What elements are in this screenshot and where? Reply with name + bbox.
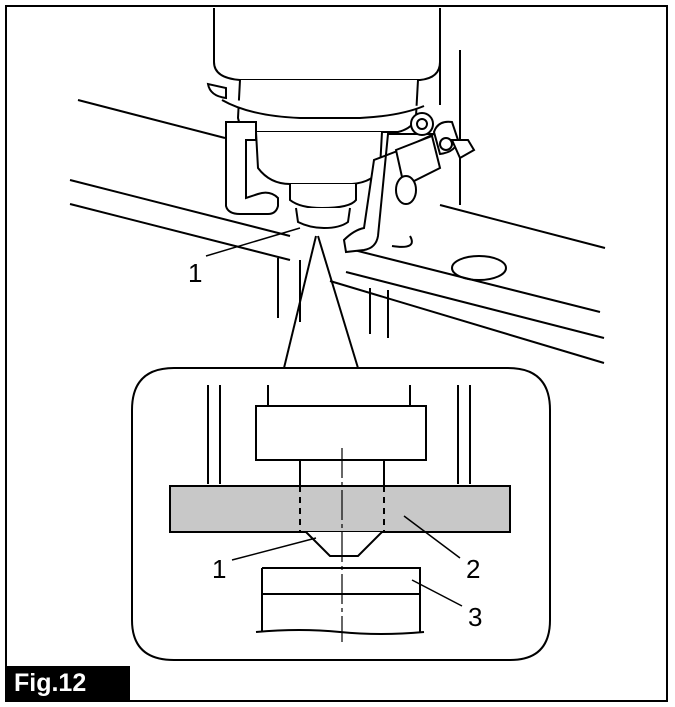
punch-tip [305, 531, 383, 557]
figure-label: Fig.12 [6, 666, 130, 701]
detail-inset-box [131, 367, 551, 661]
right-bracket [342, 112, 442, 254]
outer-border [5, 5, 668, 702]
plate-hole [451, 255, 507, 281]
callout-2-inset: 2 [466, 554, 480, 584]
clamp-knob [432, 120, 476, 160]
leader-lines [205, 227, 463, 607]
callout-1-top: 1 [188, 258, 202, 288]
detail-drawing [207, 385, 471, 486]
workpiece-section [169, 485, 511, 533]
callout-3-inset: 3 [468, 602, 482, 632]
zoom-cone [283, 235, 359, 369]
workpiece-plate [69, 99, 606, 364]
die-block [255, 567, 425, 635]
motor-housing [206, 8, 441, 230]
callout-1-inset: 1 [212, 554, 226, 584]
left-bracket [225, 121, 279, 215]
punch-hidden-lines [299, 486, 385, 532]
